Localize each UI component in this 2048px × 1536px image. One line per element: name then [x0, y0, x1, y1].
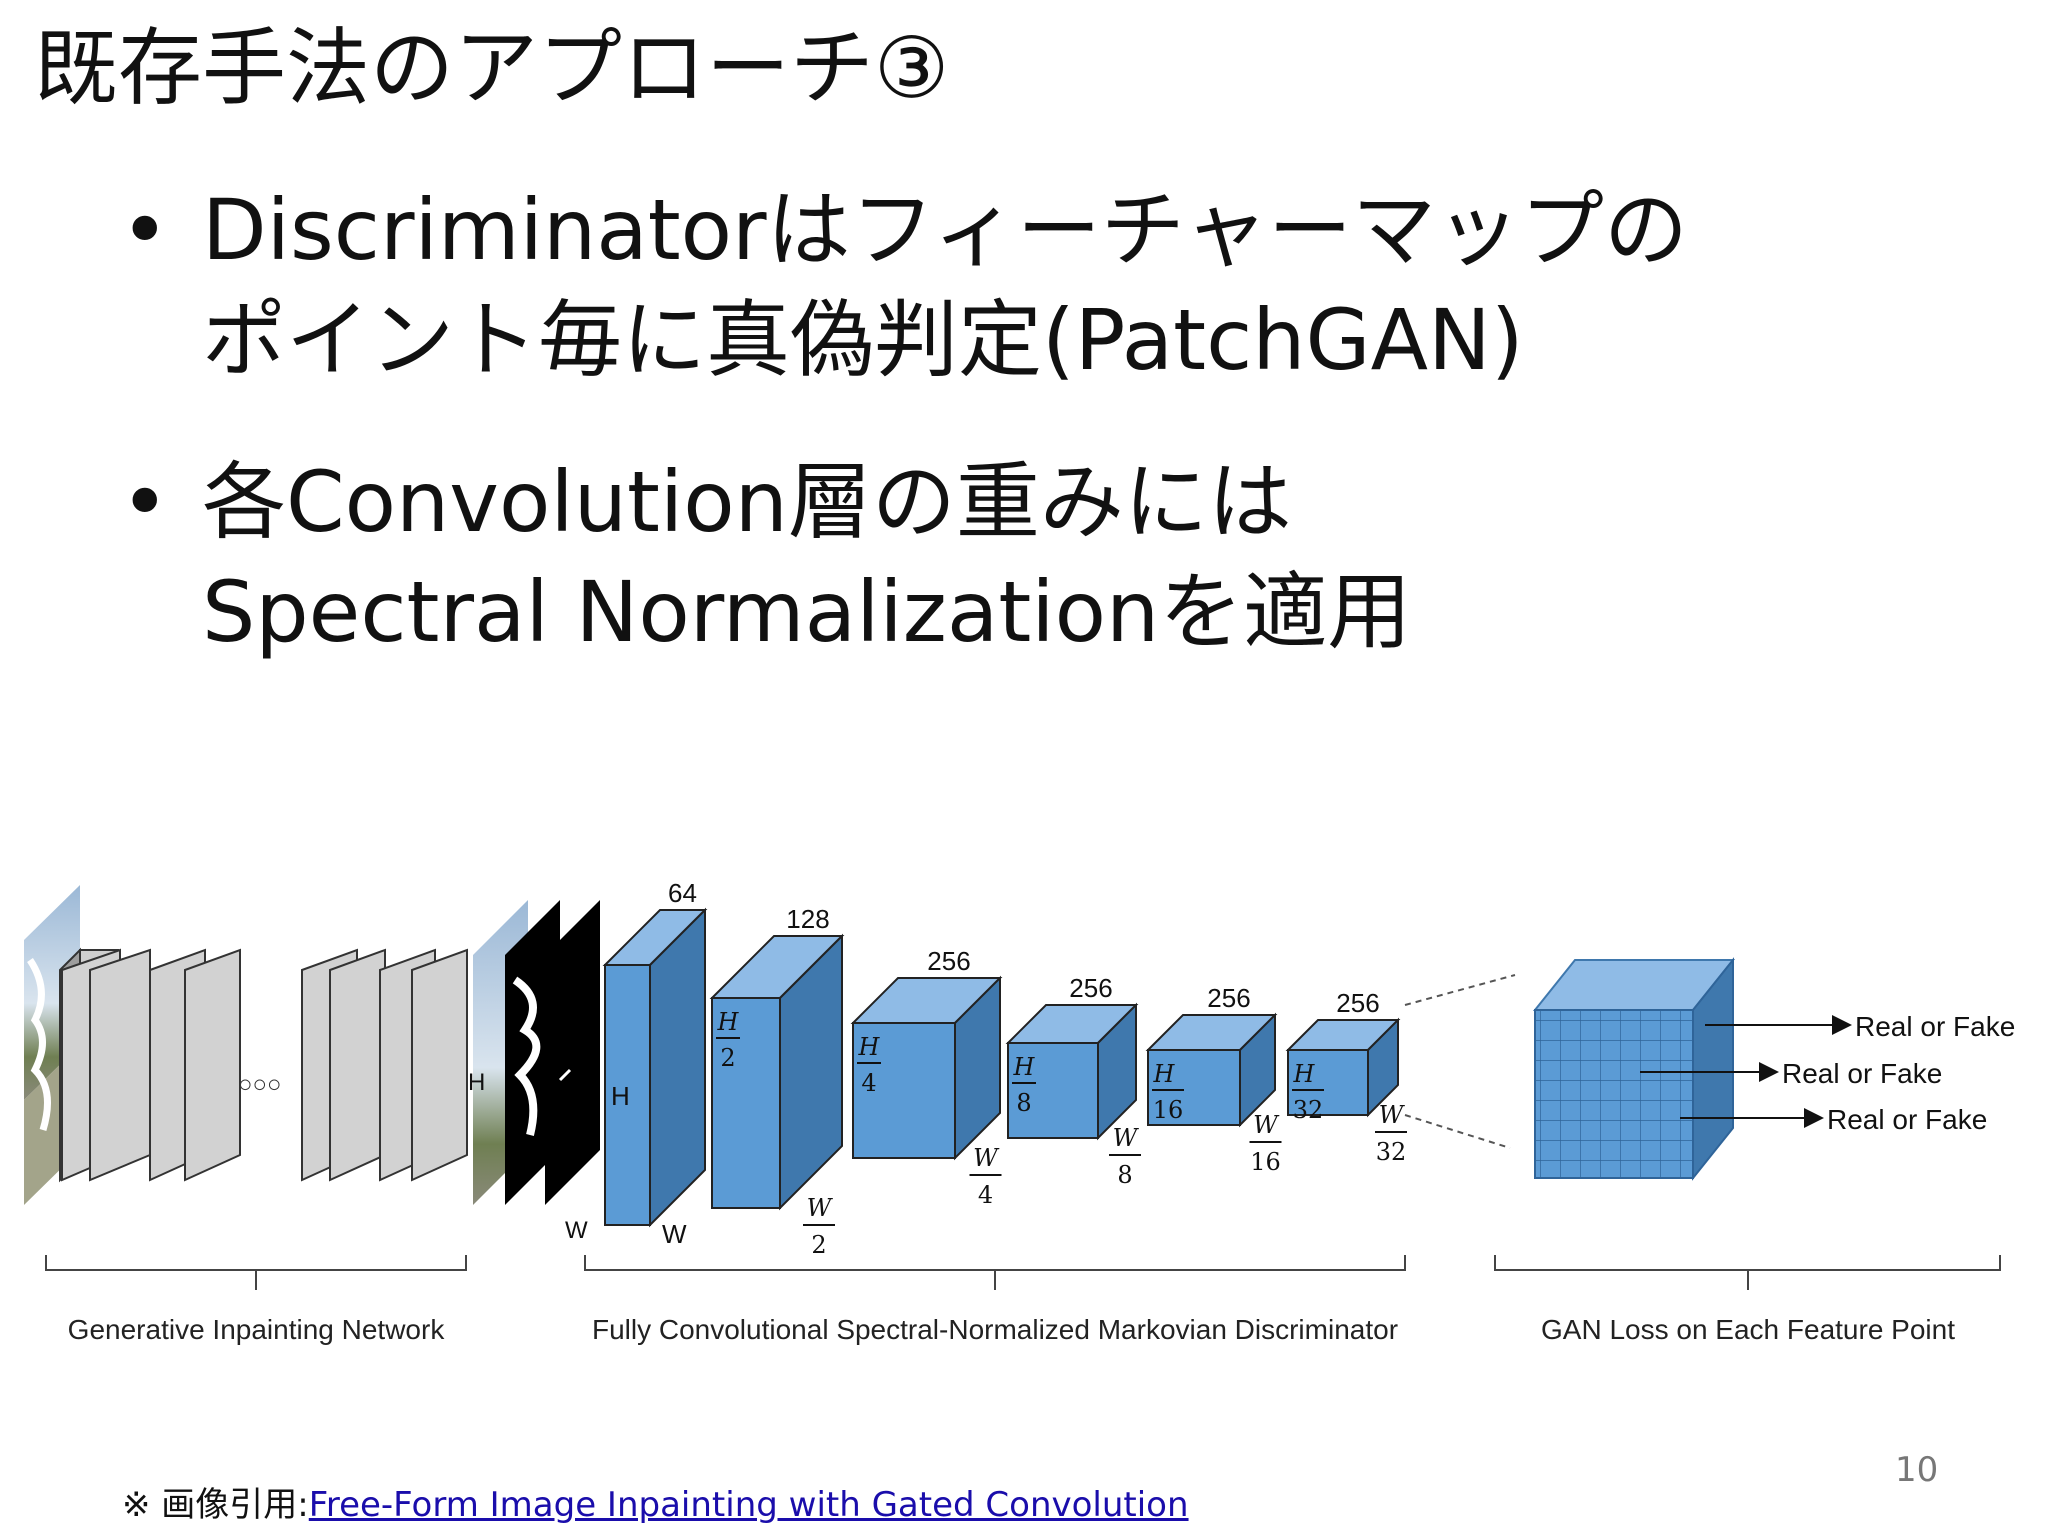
- block-h-denominator: 4: [861, 1069, 876, 1097]
- block-channels-label: 128: [786, 904, 829, 934]
- block-h-denominator: 8: [1016, 1089, 1031, 1117]
- citation-prefix: ※ 画像引用:: [122, 1485, 309, 1525]
- section-label-generator: Generative Inpainting Network: [68, 1314, 446, 1345]
- block-w-denominator: 8: [1117, 1161, 1132, 1189]
- block-w-numerator: W: [807, 1194, 834, 1222]
- block-w-numerator: W: [1379, 1101, 1406, 1129]
- block-h-denominator: 32: [1293, 1096, 1324, 1124]
- bullet-dot: •: [120, 181, 170, 279]
- block-h-numerator: H: [1293, 1060, 1316, 1088]
- generator-layers-left: [59, 947, 241, 1183]
- block-front: [604, 964, 651, 1226]
- block-front: [1007, 1042, 1099, 1139]
- bullet-item: • Discriminatorはフィーチャーマップの ポイント毎に真偽判定(Pa…: [120, 175, 1940, 395]
- block-channels-label: 256: [1207, 983, 1250, 1013]
- slide-title: 既存手法のアプローチ③: [34, 19, 950, 117]
- block-h-numerator: H: [1013, 1053, 1036, 1081]
- ellipsis-dots: ○○○: [238, 1071, 282, 1098]
- citation-link[interactable]: Free-Form Image Inpainting with Gated Co…: [308, 1485, 1189, 1525]
- block-h-numerator: H: [858, 1033, 881, 1061]
- patchgan-architecture-diagram: ○○○ H W 64HW128H2W2256H4W4256H8W8256H16W…: [24, 878, 2015, 1345]
- block-front: [711, 997, 781, 1209]
- block-w-denominator: 32: [1376, 1138, 1407, 1166]
- discriminator-block: 64H W: [602, 878, 708, 1249]
- block-w-denominator: 4: [978, 1181, 993, 1209]
- block-channels-label: 256: [1336, 988, 1379, 1018]
- block-h-numerator: H: [1153, 1060, 1176, 1088]
- block-h-denominator: 2: [720, 1044, 735, 1072]
- page-number: 10: [1895, 1450, 1939, 1490]
- section-label-discriminator: Fully Convolutional Spectral-Normalized …: [592, 1314, 1398, 1345]
- output-label: Real or Fake: [1855, 1011, 2015, 1042]
- block-h-numerator: H: [717, 1008, 740, 1036]
- block-channels-label: 256: [927, 946, 970, 976]
- block-w-denominator: 2: [811, 1231, 826, 1259]
- bullet-item: • 各Convolution層の重みには Spectral Normalizat…: [120, 447, 1940, 667]
- projection-line-top: [1404, 974, 1516, 1006]
- section-brace: [45, 1255, 467, 1290]
- block-h-label: H: [611, 1081, 630, 1111]
- block-front: [1287, 1049, 1369, 1116]
- block-side: [649, 907, 706, 1228]
- block-w-numerator: W: [1253, 1111, 1280, 1139]
- output-label: Real or Fake: [1782, 1058, 1942, 1089]
- discriminator-blocks: 64HW128H2W2256H4W4256H8W8256H16W16256H32…: [602, 878, 1407, 1259]
- output-image-and-mask: [473, 900, 600, 1205]
- input-w-label: W: [565, 1217, 588, 1244]
- projection-line-bottom: [1404, 1114, 1511, 1149]
- block-w-numerator: W: [973, 1144, 1000, 1172]
- block-channels-label: 64: [668, 878, 697, 908]
- output-feature-cube: [1532, 957, 1736, 1181]
- block-h-denominator: 16: [1153, 1096, 1184, 1124]
- section-label-gan-loss: GAN Loss on Each Feature Point: [1541, 1314, 1955, 1345]
- section-brace: [1494, 1255, 2001, 1290]
- output-label: Real or Fake: [1827, 1104, 1987, 1135]
- bullet-list: • Discriminatorはフィーチャーマップの ポイント毎に真偽判定(Pa…: [120, 175, 1940, 719]
- block-front: [1147, 1049, 1241, 1126]
- bullet-line: Discriminatorはフィーチャーマップの: [202, 181, 1689, 279]
- block-w-denominator: 16: [1250, 1148, 1281, 1176]
- block-w-numerator: W: [1113, 1124, 1140, 1152]
- generator-layers-right: [301, 948, 468, 1182]
- bullet-line: Spectral Normalizationを適用: [202, 563, 1412, 661]
- block-front: [852, 1022, 956, 1159]
- block-channels-label: 256: [1069, 973, 1112, 1003]
- bullet-dot: •: [120, 453, 170, 551]
- image-citation: ※ 画像引用:Free-Form Image Inpainting with G…: [122, 1485, 1189, 1525]
- bullet-line: ポイント毎に真偽判定(PatchGAN): [202, 291, 1524, 389]
- bullet-line: 各Convolution層の重みには: [202, 453, 1292, 551]
- section-brace: [584, 1255, 1406, 1290]
- input-h-label: H: [468, 1069, 485, 1096]
- block-w-label: W: [662, 1219, 687, 1249]
